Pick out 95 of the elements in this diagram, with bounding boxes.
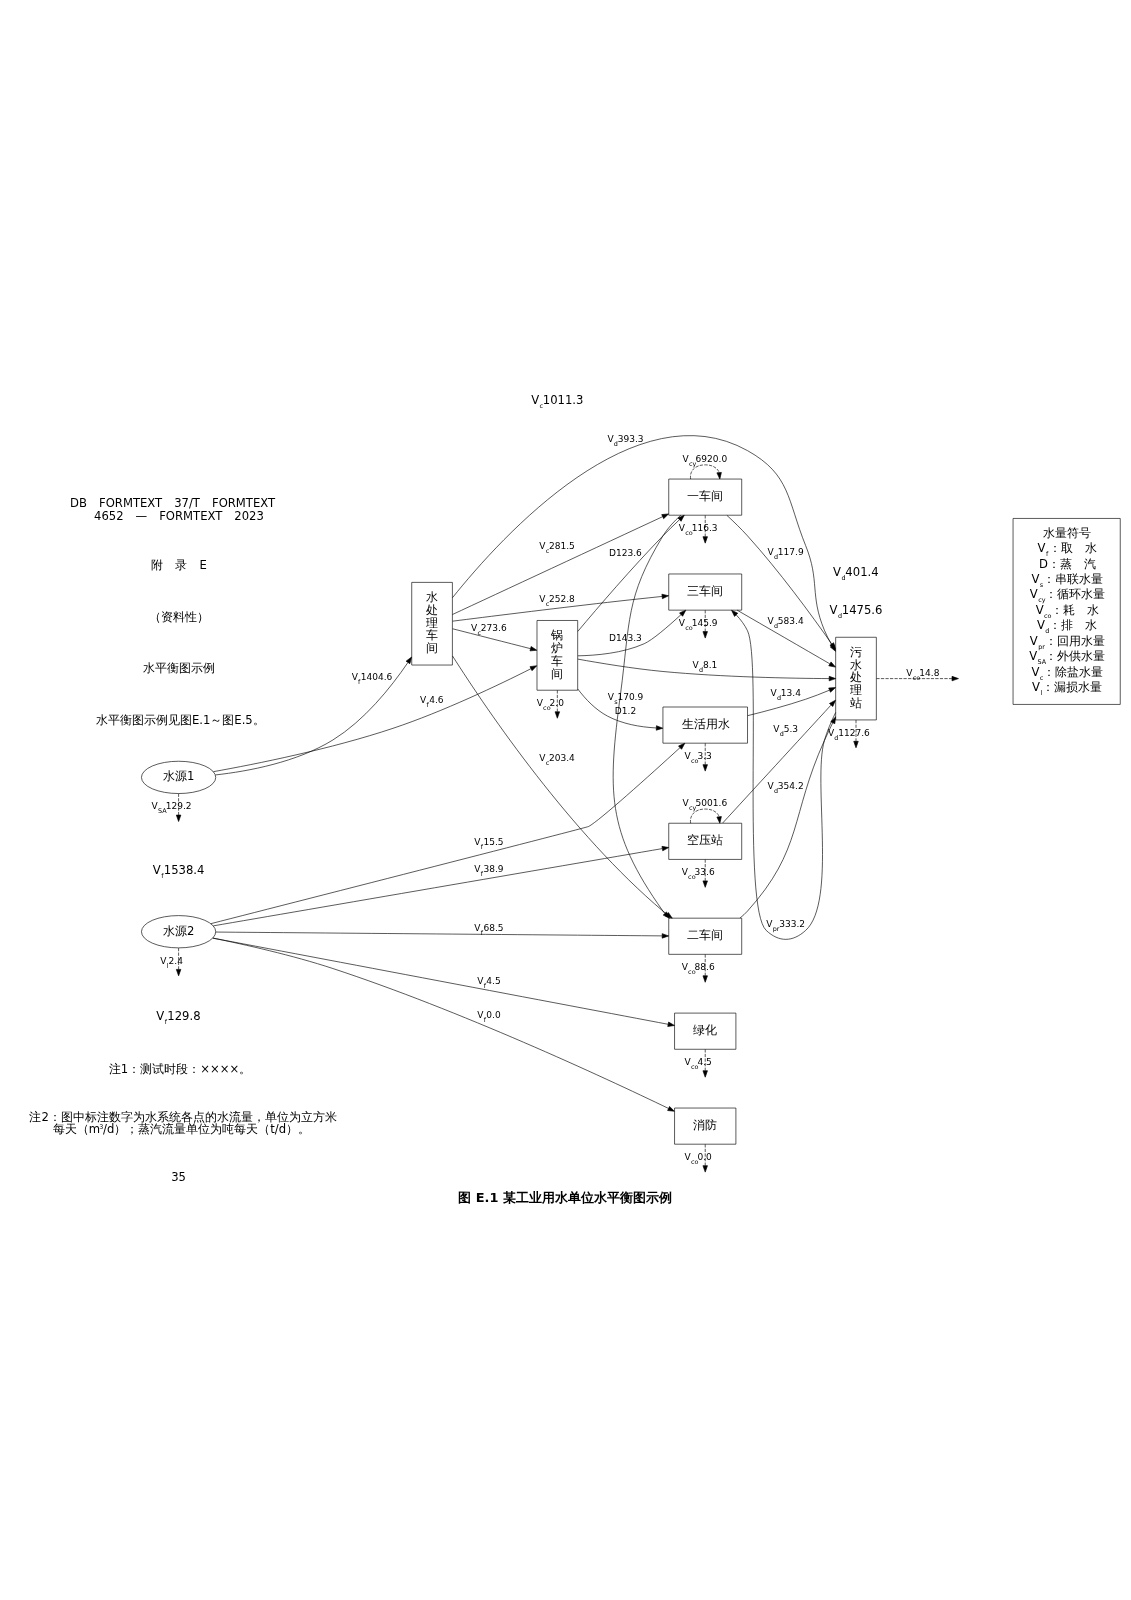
edge-label: V$_{c}$252.8 <box>539 593 575 608</box>
arrow <box>876 676 959 682</box>
node-box: 绿化 <box>674 1012 737 1050</box>
edge-label: V$_{co}$0.0 <box>684 1151 712 1166</box>
arrow <box>722 699 836 824</box>
arrow <box>452 628 538 652</box>
edge-label: V$_{co}$2.0 <box>536 697 564 712</box>
caption: 图 E.1 某工业用水单位水平衡图示例 <box>458 1190 672 1206</box>
edge-label: D1.2 <box>614 705 637 716</box>
edge-label: V$_{d}$583.4 <box>767 616 804 631</box>
edge-label: V$_{d}$354.2 <box>767 781 804 796</box>
label: 注2：图中标注数字为水系统各点的水流量，单位为立方米每天（m$^{3}$/d）；蒸汽流量单位为吨每天（t/d）。 <box>29 1110 337 1136</box>
node-box: 水量符号 V$_{f}$：取 水 D：蒸 汽 V$_{s}$：串联水量 V$_{cy}$：循环水量 V$_{co}$：耗 水 V$_{d}$：排 水 V$_{pr}$：回用水量 V$_{SA}$：外供水量 V$_{c}$：除盐水量 V$_{l}$：漏损水量 <box>1012 518 1121 705</box>
arrow <box>452 593 669 622</box>
edge-label: V$_{co}$145.9 <box>678 617 718 632</box>
edge-label: V$_{f}$15.5 <box>474 836 504 851</box>
arrow <box>212 937 675 1112</box>
edge-label: D143.3 <box>609 633 642 644</box>
label: DB FORMTEXT 37/T FORMTEXT 4652 — FORMTEXT 2023 <box>70 496 276 523</box>
label: V$_{d}$1475.6 <box>829 602 883 620</box>
arrow <box>577 609 687 657</box>
arrow <box>747 687 836 716</box>
node-box: 消防 <box>674 1107 737 1145</box>
arrow <box>210 742 686 924</box>
arrow <box>215 656 412 776</box>
label: 注1：测试时段：××××。 <box>108 1061 252 1076</box>
label: V$_{d}$401.4 <box>833 565 879 583</box>
edge-label: V$_{c}$281.5 <box>539 540 575 555</box>
arrow <box>452 513 669 615</box>
edge-label: V$_{co}$3.3 <box>684 750 712 765</box>
edge-label: V$_{f}$38.9 <box>474 864 504 879</box>
label: 水平衡图示例见图E.1～图E.5。 <box>95 713 265 728</box>
arrow <box>702 609 708 639</box>
arrow <box>702 954 708 983</box>
arrow <box>702 515 708 544</box>
label: V$_{f}$1538.4 <box>152 862 205 880</box>
label: V$_{f}$129.8 <box>156 1009 201 1027</box>
arrow <box>577 688 664 731</box>
arrow <box>702 1144 708 1173</box>
label: 附 录 E <box>151 558 207 573</box>
arrow <box>739 716 836 919</box>
edge-label: V$_{co}$116.3 <box>678 522 718 537</box>
label: 35 <box>171 1170 186 1185</box>
edge-label: D123.6 <box>609 548 642 559</box>
edge-label: V$_{f}$4.5 <box>477 975 501 990</box>
node-box: 三车间 <box>668 573 743 611</box>
arrow <box>702 1049 708 1078</box>
arrow <box>702 743 708 772</box>
node-box: 二车间 <box>668 917 743 955</box>
arrow <box>702 859 708 888</box>
edge-label: V$_{f}$1404.6 <box>351 672 393 687</box>
arrow <box>213 846 669 927</box>
edge-label: V$_{d}$117.9 <box>767 547 804 562</box>
edge-label: V$_{co}$14.8 <box>906 667 940 682</box>
arrow <box>853 719 859 749</box>
edge-label: V$_{c}$273.6 <box>471 622 507 637</box>
arrow <box>690 808 722 824</box>
edge-label: V$_{d}$13.4 <box>770 688 801 703</box>
arrow <box>554 689 560 719</box>
label: V$_{c}$1011.3 <box>531 393 584 411</box>
label: （资料性） <box>149 609 210 624</box>
arrow <box>212 937 675 1027</box>
edge-label: V$_{f}$68.5 <box>474 922 504 937</box>
edge-label: V$_{cy}$6920.0 <box>682 453 728 468</box>
node-box: 污水处理站 <box>835 636 877 721</box>
label: 水平衡图示例 <box>143 661 216 676</box>
node-ellipse: 水源1 <box>141 760 217 794</box>
edge-label: V$_{d}$8.1 <box>692 660 718 675</box>
node-box: 锅炉车间 <box>536 620 578 691</box>
node-box: 空压站 <box>668 822 743 860</box>
edge-label: V$_{d}$5.3 <box>773 724 799 739</box>
node-ellipse: 水源2 <box>141 915 217 949</box>
edge-label: V$_{cy}$5001.6 <box>682 797 728 812</box>
node-box: 一车间 <box>668 478 743 516</box>
node-box: 生活用水 <box>662 706 748 744</box>
edge-label: V$_{f}$0.0 <box>477 1009 501 1024</box>
arrow <box>577 514 685 632</box>
arrow <box>213 665 538 772</box>
arrow <box>690 464 722 480</box>
arrow <box>215 931 669 939</box>
edge-label: V$_{co}$33.6 <box>681 867 715 882</box>
node-box: 水处理车间 <box>411 582 453 666</box>
edge-label: V$_{co}$4.5 <box>684 1057 712 1072</box>
edge-label: V$_{d}$1127.6 <box>827 727 870 742</box>
edge-label: V$_{s}$170.9 <box>607 691 644 706</box>
arrow <box>176 793 182 822</box>
edge-label: V$_{co}$88.6 <box>681 962 715 977</box>
edge-label: V$_{c}$203.4 <box>539 752 575 767</box>
edge-label: V$_{pr}$333.2 <box>766 919 806 934</box>
edge-label: V$_{d}$393.3 <box>607 433 644 448</box>
arrow <box>176 947 182 977</box>
edge-label: V$_{l}$2.4 <box>160 955 183 970</box>
edge-label: V$_{f}$4.6 <box>420 694 444 709</box>
edge-label: V$_{SA}$129.2 <box>151 801 192 816</box>
arrow <box>577 658 836 682</box>
